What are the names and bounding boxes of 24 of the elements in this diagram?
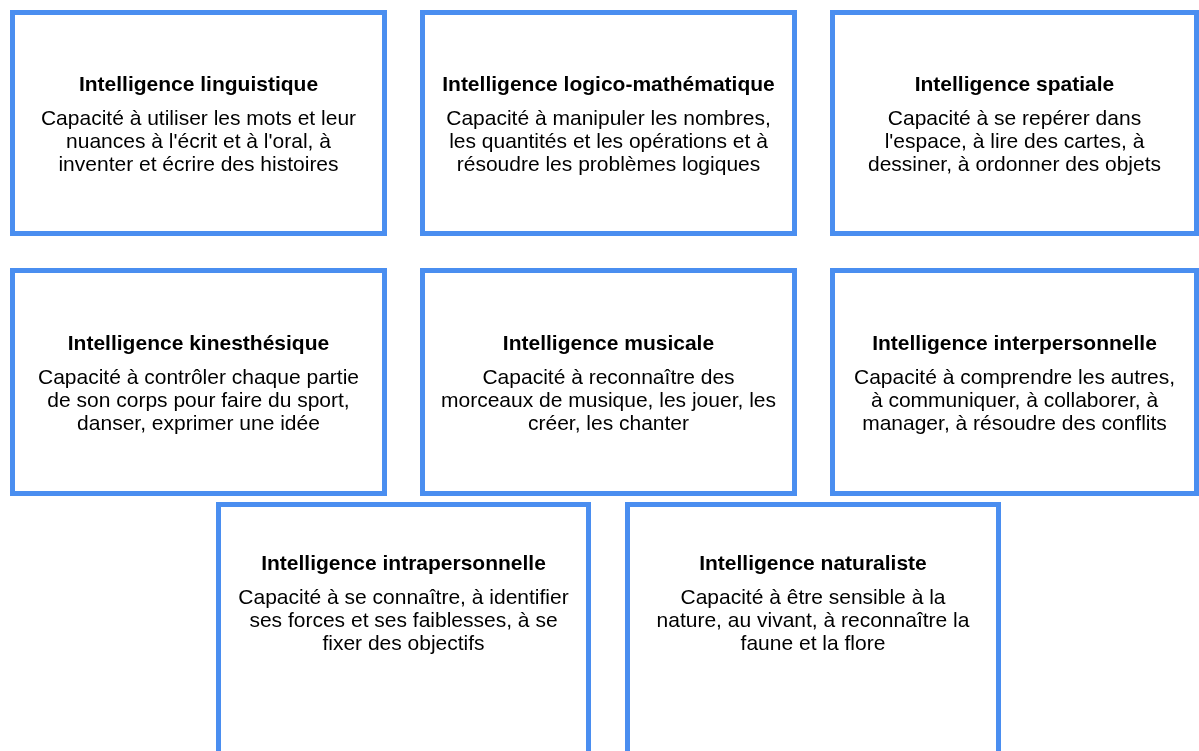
description-text: Capacité à contrôler chaque partie de son corps pour faire du sport, danser, exprimer une idée (37, 364, 360, 434)
description-text: Capacité à se connaître, à identifier ses forces et ses faiblesses, à se fixer des objectifs (237, 584, 570, 654)
description-text: Capacité à comprendre les autres, à communiquer, à collaborer, à manager, à résoudre des conflits (853, 364, 1176, 434)
description-text: Capacité à se repérer dans l'espace, à lire des cartes, à dessiner, à ordonner des objets (867, 105, 1162, 175)
box-heading: Intelligence kinesthésique (67, 330, 330, 355)
text-box (10, 10, 387, 236)
box-heading: Intelligence intrapersonnelle (261, 550, 546, 575)
text-box (420, 268, 797, 496)
box-heading: Intelligence naturaliste (699, 550, 927, 575)
text-box (625, 502, 1001, 751)
text-box (216, 502, 591, 751)
text-box (420, 10, 797, 236)
box-heading: Intelligence logico-mathématique (442, 71, 775, 96)
text-box (10, 268, 387, 496)
box-heading: Intelligence musicale (502, 330, 715, 355)
box-heading: Intelligence spatiale (914, 71, 1115, 96)
description-text: Capacité à être sensible à la nature, au vivant, à reconnaître la faune et la flore (655, 584, 971, 654)
description-text: Capacité à reconnaître des morceaux de musique, les jouer, les créer, les chanter (441, 364, 776, 434)
box-heading: Intelligence interpersonnelle (872, 330, 1157, 355)
text-box (830, 10, 1199, 236)
text-box (830, 268, 1199, 496)
description-text: Capacité à utiliser les mots et leur nuances à l'écrit et à l'oral, à inventer et écrire des histoires (39, 105, 358, 175)
box-heading: Intelligence linguistique (78, 71, 319, 96)
description-text: Capacité à manipuler les nombres, les quantités et les opérations et à résoudre les problèmes logiques (445, 105, 772, 175)
